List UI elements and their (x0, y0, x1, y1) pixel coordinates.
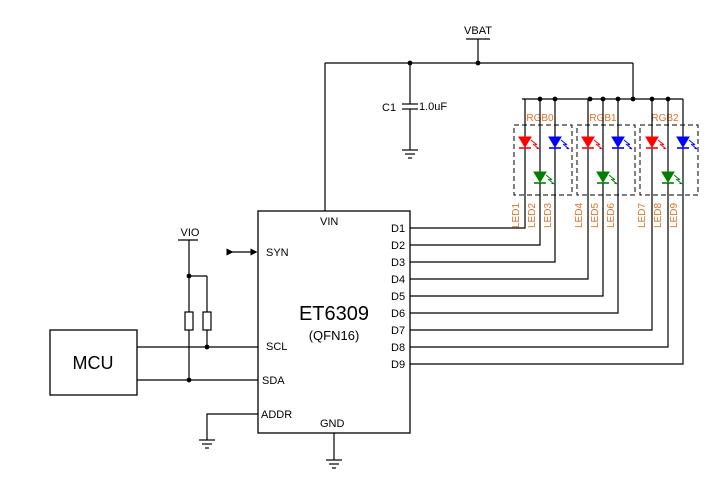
pullup-resistor-scl (202, 311, 212, 331)
led5-green-diode (596, 99, 618, 195)
mcu-label: MCU (73, 353, 114, 373)
led-labels: LED1 LED2 LED3 LED4 LED5 LED6 LED7 LED8 … (511, 203, 680, 228)
vbat-label: VBAT (464, 25, 492, 37)
led7-red-diode (645, 99, 667, 195)
pin-vin: VIN (320, 216, 338, 228)
led2-label: LED2 (527, 203, 538, 228)
led6-label: LED6 (606, 203, 617, 228)
pin-d3: D3 (391, 257, 405, 269)
pin-d4: D4 (391, 274, 405, 286)
led8-green-diode (661, 99, 683, 195)
led1-red-diode (518, 99, 540, 195)
led7-label: LED7 (637, 203, 648, 228)
rgb2-box (639, 124, 699, 196)
vbat-supply: VBAT (464, 25, 492, 63)
output-wires (410, 195, 684, 365)
chip-name: ET6309 (299, 303, 369, 325)
capacitor-ref: C1 (382, 102, 396, 114)
rgb1-box (576, 124, 636, 196)
mcu-block: MCU (49, 329, 258, 396)
et6309-chip: VIN SYN SCL SDA ADDR GND D1 D2 D3 D4 D5 … (257, 210, 411, 434)
pin-d1: D1 (391, 223, 405, 235)
led9-label: LED9 (669, 203, 680, 228)
pin-d9: D9 (391, 359, 405, 371)
capacitor-value: 1.0uF (419, 101, 447, 113)
led1-label: LED1 (511, 203, 522, 228)
pin-d6: D6 (391, 308, 405, 320)
led4-label: LED4 (574, 203, 585, 228)
pin-d5: D5 (391, 291, 405, 303)
vio-pullups: VIO (178, 227, 212, 383)
capacitor-c1: C1 1.0uF (382, 63, 447, 159)
pin-d2: D2 (391, 240, 405, 252)
pin-d7: D7 (391, 325, 405, 337)
led3-blue-diode (548, 99, 570, 195)
addr-ground (199, 413, 258, 449)
pin-sda: SDA (262, 375, 285, 387)
led8-label: LED8 (653, 203, 664, 228)
chip-package: (QFN16) (309, 328, 360, 343)
led4-red-diode (581, 99, 603, 195)
led9-blue-diode (676, 99, 698, 195)
pullup-resistor-sda (184, 311, 194, 331)
pin-addr: ADDR (261, 409, 292, 421)
led2-green-diode (533, 99, 555, 195)
pin-scl: SCL (266, 341, 287, 353)
vio-label: VIO (181, 227, 200, 239)
rgb0-box (513, 124, 573, 196)
vbat-bus (324, 60, 683, 211)
led-layer (518, 99, 698, 195)
chip-ground (326, 433, 342, 469)
pin-syn: SYN (266, 247, 289, 259)
rgb2-label: RGB2 (651, 113, 679, 124)
pin-d8: D8 (391, 342, 405, 354)
pin-gnd: GND (320, 418, 345, 430)
led3-label: LED3 (543, 203, 554, 228)
led6-blue-diode (611, 99, 633, 195)
led5-label: LED5 (590, 203, 601, 228)
